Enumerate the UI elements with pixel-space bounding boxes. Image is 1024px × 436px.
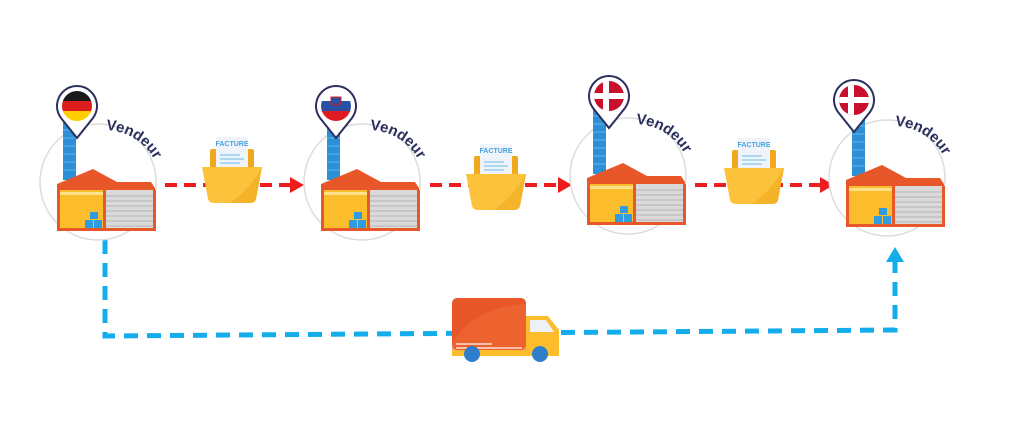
seller-node-1: Vendeur — [39, 107, 166, 241]
germany-flag-pin — [56, 85, 98, 140]
seller-node-2: Vendeur — [303, 107, 430, 241]
invoice-arrow-3-head — [820, 177, 834, 193]
facture-label: FACTURE — [215, 141, 248, 148]
invoice-folder-1: FACTURE — [201, 136, 263, 204]
seller-node-3: Vendeur — [569, 101, 696, 235]
invoice-arrow-1-head — [290, 177, 304, 193]
slovenia-flag-pin — [315, 85, 357, 140]
invoice-folder-2: FACTURE — [465, 143, 527, 211]
delivery-truck-icon — [452, 298, 559, 362]
facture-label: FACTURE — [479, 148, 512, 155]
delivery-arrow-head — [886, 247, 904, 262]
denmark-flag-pin — [588, 75, 630, 130]
invoice-arrow-2-head — [558, 177, 572, 193]
denmark-flag-pin — [833, 79, 875, 134]
invoice-folder-3: FACTURE — [723, 137, 785, 205]
facture-label: FACTURE — [737, 142, 770, 149]
